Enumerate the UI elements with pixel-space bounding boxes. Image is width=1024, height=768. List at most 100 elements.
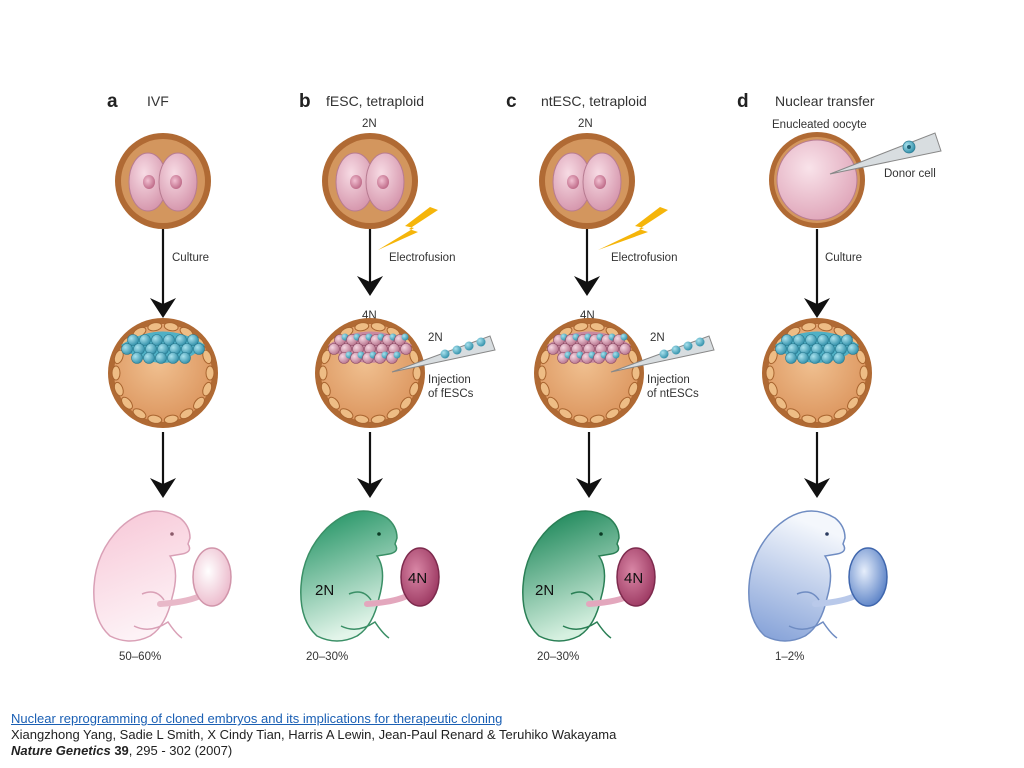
two-cell-embryo-c	[539, 133, 635, 229]
trophoblast-cell	[817, 322, 833, 332]
panel-c-letter: c	[506, 91, 517, 112]
panel-b-step-label: Electrofusion	[389, 252, 455, 264]
trophoblast-cell	[856, 381, 867, 397]
blastocyst-a	[108, 318, 218, 428]
trophoblast-cell	[193, 396, 205, 410]
trophoblast-cell	[539, 381, 550, 397]
icm-cell	[797, 352, 809, 364]
enucleated-oocyte	[769, 132, 865, 228]
panel-b: b fESC, tetraploid 2N Electrofusion 4N	[299, 91, 496, 663]
trophoblast-cell	[589, 322, 605, 332]
panel-c: c ntESC, tetraploid 2N Electrofusion 4N	[506, 91, 715, 663]
trophoblast-cell	[801, 414, 817, 424]
trophoblast-cell	[386, 408, 401, 420]
trophoblast-cell	[767, 349, 778, 365]
trophoblast-cell	[121, 396, 133, 410]
trophoblast-cell	[775, 396, 787, 410]
placenta-maroon-c	[616, 547, 656, 607]
blastocyst-d	[762, 318, 872, 428]
icm-cell	[139, 334, 151, 346]
trophoblast-cell	[318, 365, 328, 381]
trophoblast-cell	[205, 365, 215, 381]
icm-cell	[833, 352, 845, 364]
inner-cell-mass	[121, 334, 205, 364]
trophoblast-cell	[370, 322, 386, 332]
lightning-bolt-icon-b	[378, 207, 438, 250]
trophoblast-cell	[339, 408, 354, 420]
trophoblast-cell	[147, 414, 163, 424]
icm-cell	[785, 352, 797, 364]
placenta-pink	[192, 547, 232, 607]
trophoblast-cell	[801, 322, 817, 332]
icm-cell	[547, 343, 559, 355]
panel-d-outcome: 1–2%	[775, 651, 804, 663]
injection-pipette-c	[610, 335, 715, 373]
panel-b-placenta-ploidy: 4N	[408, 570, 427, 587]
icm-cell	[155, 352, 167, 364]
blastocyst-c	[534, 318, 644, 428]
citation-pages: , 295 - 302 (2007)	[128, 743, 233, 758]
panel-c-title: ntESC, tetraploid	[541, 93, 647, 109]
panel-c-pup-ploidy: 2N	[535, 582, 554, 599]
icm-cell	[131, 352, 143, 364]
panel-d-donor-label: Donor cell	[884, 168, 936, 180]
lightning-bolt-icon-c	[598, 207, 668, 250]
icm-cell	[187, 334, 199, 346]
icm-cell	[127, 334, 139, 346]
blastocyst-b	[315, 318, 425, 428]
panel-b-inject-line1: Injection	[428, 374, 471, 386]
trophoblast-cell	[163, 322, 179, 332]
panel-a-letter: a	[107, 91, 118, 112]
trophoblast-cell	[786, 408, 801, 420]
trophoblast-cell	[631, 365, 641, 381]
icm-cell-blue	[620, 333, 628, 341]
pup-green-b	[300, 510, 414, 642]
panel-b-top-ploidy: 2N	[362, 118, 377, 130]
trophoblast-cell	[817, 414, 833, 424]
citation-journal: Nature Genetics	[11, 743, 111, 758]
trophoblast-cell	[859, 365, 869, 381]
pup-blue	[748, 510, 862, 642]
inner-cell-mass	[775, 334, 859, 364]
trophoblast-cell	[573, 322, 589, 332]
panel-d-top-label: Enucleated oocyte	[772, 119, 867, 131]
icm-cell-blue	[401, 333, 409, 341]
trophoblast-cell	[328, 396, 340, 410]
panel-a-step-label: Culture	[172, 252, 209, 264]
panel-d-letter: d	[737, 91, 749, 112]
panel-c-outcome: 20–30%	[537, 651, 579, 663]
cloning-figure: a IVF Culture	[93, 91, 942, 663]
trophoblast-cell	[765, 365, 775, 381]
injection-pipette-b	[391, 335, 496, 373]
icm-cell	[121, 343, 133, 355]
citation-volume: 39	[114, 743, 129, 758]
pup-green-c	[522, 510, 636, 642]
icm-cell	[167, 352, 179, 364]
donor-pipette	[829, 132, 942, 175]
trophoblast-cell	[132, 408, 147, 420]
icm-cell	[781, 334, 793, 346]
trophoblast-cell	[767, 381, 778, 397]
two-cell-embryo-b	[322, 133, 418, 229]
icm-cell-blue	[612, 351, 620, 359]
icm-cell	[400, 343, 412, 355]
inner-cell-mass	[547, 333, 631, 364]
trophoblast-ring	[537, 322, 641, 424]
icm-cell	[163, 334, 175, 346]
panel-a-title: IVF	[147, 93, 169, 109]
trophoblast-cell	[856, 349, 867, 365]
trophoblast-cell	[354, 414, 370, 424]
citation-title-link[interactable]: Nuclear reprogramming of cloned embryos …	[11, 711, 503, 726]
panel-a: a IVF Culture	[93, 91, 232, 663]
panel-c-inject-line1: Injection	[647, 374, 690, 386]
panel-c-inject-line2: of ntESCs	[647, 388, 699, 400]
trophoblast-cell	[354, 322, 370, 332]
icm-cell	[619, 343, 631, 355]
trophoblast-cell	[539, 349, 550, 365]
trophoblast-cell	[412, 365, 422, 381]
panel-b-inject-line2: of fESCs	[428, 388, 474, 400]
trophoblast-cell	[833, 408, 848, 420]
trophoblast-cell	[202, 381, 213, 397]
icm-cell	[805, 334, 817, 346]
trophoblast-cell	[113, 381, 124, 397]
